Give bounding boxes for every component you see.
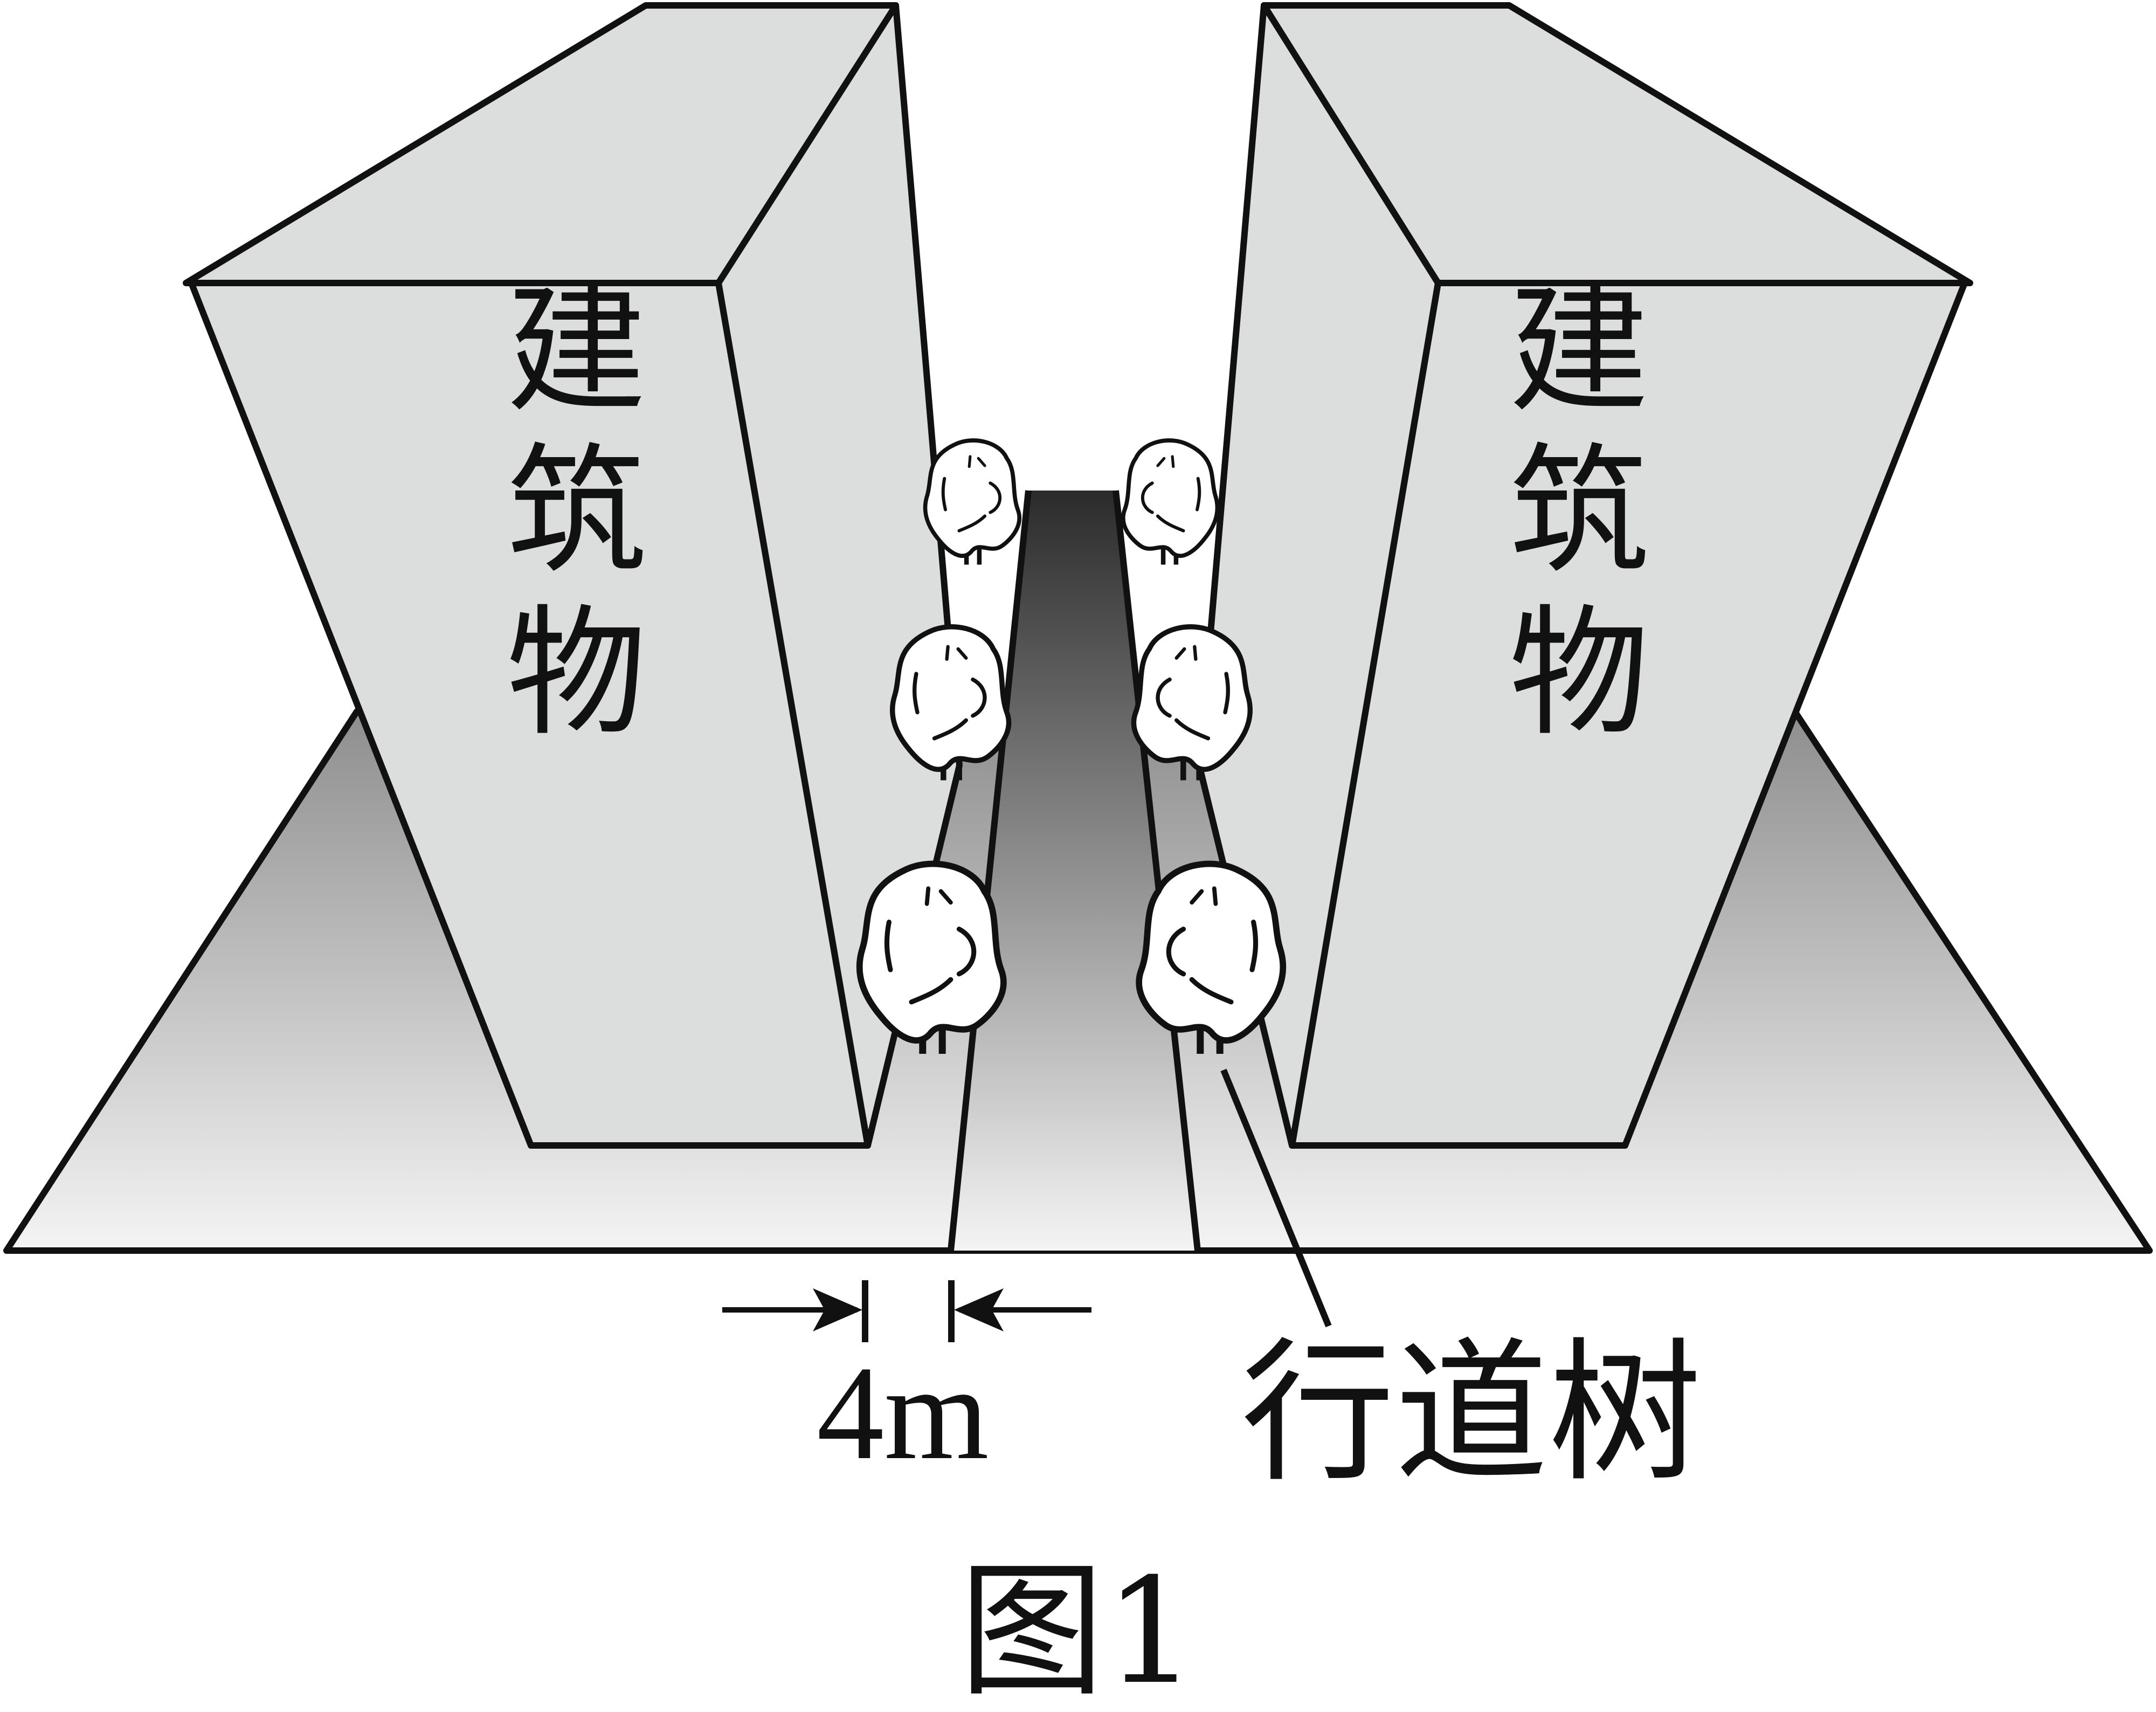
left-building-label: 建筑物 <box>482 275 645 760</box>
dimension-arrow-left-head <box>813 1288 862 1331</box>
tree-callout: 行道树 <box>1220 1068 1702 1503</box>
figure-caption: 图1 <box>959 1547 1197 1712</box>
tree-leader-line <box>1220 1068 1332 1328</box>
right-building-label: 建筑物 <box>1484 275 1647 760</box>
left-building <box>183 2 963 1149</box>
right-building <box>1196 2 1973 1149</box>
right-building-label-text: 建筑物 <box>1484 275 1647 760</box>
dimension-arrow-right-head <box>954 1288 1004 1331</box>
street-tree-right-far <box>1123 440 1218 564</box>
width-label: 4m <box>817 1338 989 1488</box>
right-tree-strip-edge <box>1112 490 1201 1251</box>
left-building-label-text: 建筑物 <box>482 275 645 760</box>
width-dimension: 4m <box>722 1280 1091 1488</box>
left-tree-strip-edge <box>948 490 1032 1251</box>
right-building-side <box>1196 2 1441 1149</box>
street-tree-label: 行道树 <box>1241 1324 1702 1503</box>
